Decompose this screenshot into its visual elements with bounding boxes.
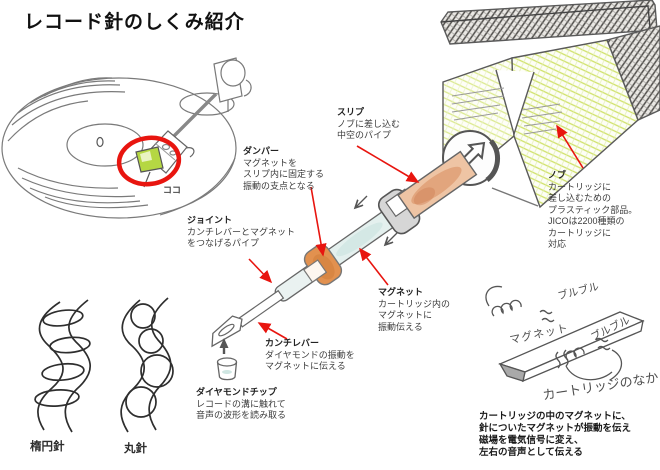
- bottom-note: カートリッジの中のマグネットに、 針についたマグネットが振動を伝え 磁場を電気信…: [479, 411, 632, 458]
- label-magnet-title: マグネット: [378, 287, 424, 297]
- label-damper-title: ダンパー: [243, 146, 280, 156]
- motion-arrows-sketch: [356, 195, 398, 244]
- label-slip: スリプ ノブに差し込む 中空のパイプ: [337, 107, 401, 140]
- magnet-bar-sketch: [485, 285, 645, 383]
- label-cantilever: カンチレバー ダイヤモンドの振動を マグネットに伝える: [265, 338, 355, 371]
- groove-elliptical-sketch: [34, 299, 91, 433]
- needle-type-elliptical-label: 楕円針: [30, 441, 65, 453]
- here-label: ココ: [163, 185, 182, 195]
- record-player-sketch: [1, 57, 252, 219]
- label-magnet: マグネット カートリッジ内の マグネットに 振動伝える: [378, 287, 451, 332]
- label-knob: ノブ カートリッジに 差し込むための プラスティック部品。 JICOは2200種…: [548, 170, 638, 249]
- cartridge-on-arm-sketch: [135, 146, 164, 188]
- diamond-tip-sketch: [216, 338, 238, 381]
- label-joint-title: ジョイント: [187, 215, 233, 225]
- label-slip-title: スリプ: [337, 107, 365, 117]
- label-damper: ダンパー マグネットを スリプ内に固定する 振動の支点となる: [243, 146, 325, 191]
- label-diamond-tip: ダイヤモンドチップ レコードの溝に触れて 音声の波形を読み取る: [196, 387, 287, 420]
- label-cantilever-title: カンチレバー: [265, 338, 320, 348]
- label-knob-title: ノブ: [548, 170, 567, 180]
- label-joint: ジョイント カンチレバーとマグネット をつなげるパイプ: [187, 215, 296, 248]
- highlight-circle: [116, 135, 182, 187]
- stylus-assembly-sketch: [211, 150, 478, 348]
- page-title: レコード針のしくみ紹介: [24, 12, 245, 33]
- needle-type-round-label: 丸針: [124, 443, 147, 455]
- label-diamond-tip-title: ダイヤモンドチップ: [196, 387, 277, 397]
- annotation-arrows: [248, 124, 584, 340]
- groove-round-sketch: [120, 297, 174, 433]
